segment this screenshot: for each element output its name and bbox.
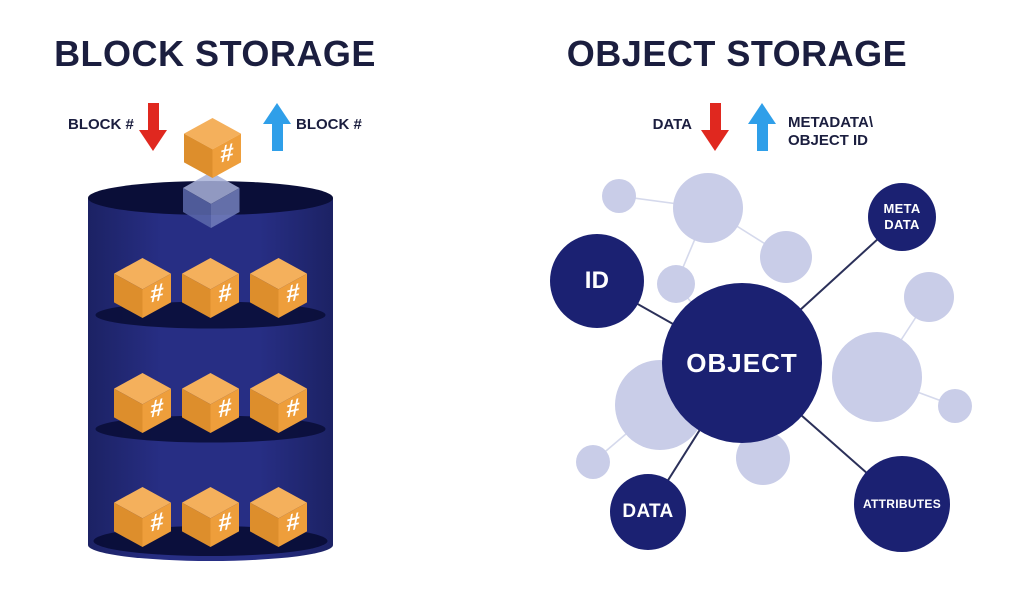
background-node xyxy=(736,431,790,485)
block-write-label: BLOCK # xyxy=(68,116,134,133)
metadata-node: META DATA xyxy=(868,183,936,251)
block-cube: # xyxy=(182,373,239,433)
background-node xyxy=(904,272,954,322)
arrow-head xyxy=(139,130,167,151)
block-cube: # xyxy=(182,487,239,547)
block-cube: # xyxy=(114,373,171,433)
object-read-label: METADATA\ OBJECT ID xyxy=(788,114,873,150)
block-cube: # xyxy=(250,373,307,433)
id-node-label: ID xyxy=(584,267,610,294)
object-node-label: OBJECT xyxy=(686,347,798,378)
block-read-label: BLOCK # xyxy=(296,116,362,133)
background-node xyxy=(760,231,812,283)
object-node: OBJECT xyxy=(662,283,822,443)
attributes-node-label: ATTRIBUTES xyxy=(862,497,942,511)
block-cube-incoming: # xyxy=(184,118,241,178)
background-node xyxy=(938,389,972,423)
ghost-cube-top-face xyxy=(183,172,240,204)
ghost-cube-right-face xyxy=(211,188,240,228)
arrow-head xyxy=(701,130,729,151)
ghost-cube xyxy=(183,172,240,228)
block-cube: # xyxy=(182,258,239,318)
block-cube: # xyxy=(114,258,171,318)
object-write-label: DATA xyxy=(652,116,692,133)
background-node xyxy=(832,332,922,422)
block-storage-title: BLOCK STORAGE xyxy=(54,33,376,74)
arrow-head xyxy=(748,103,776,124)
arrow-shaft xyxy=(147,103,159,130)
arrow-shaft xyxy=(271,124,283,151)
data-node-label: DATA xyxy=(622,501,674,522)
ghost-cube-left-face xyxy=(183,188,211,228)
arrow-head xyxy=(263,103,291,124)
object-read-label-line1: METADATA\ xyxy=(788,114,873,131)
arrow-shaft xyxy=(756,124,768,151)
down-arrow-icon xyxy=(701,103,729,151)
background-node xyxy=(673,173,743,243)
block-cube: # xyxy=(250,258,307,318)
up-arrow-icon xyxy=(748,103,776,151)
block-cube: # xyxy=(250,487,307,547)
block-cube: # xyxy=(114,487,171,547)
attributes-node: ATTRIBUTES xyxy=(854,456,950,552)
object-read-label-line2: OBJECT ID xyxy=(788,132,869,149)
object-storage-title: OBJECT STORAGE xyxy=(566,33,908,74)
up-arrow-icon xyxy=(263,103,291,151)
arrow-shaft xyxy=(709,103,721,130)
data-node: DATA xyxy=(610,474,686,550)
background-node xyxy=(657,265,695,303)
background-node xyxy=(602,179,636,213)
down-arrow-icon xyxy=(139,103,167,151)
metadata-node-label: META DATA xyxy=(883,201,921,232)
id-node: ID xyxy=(550,234,644,328)
background-node xyxy=(576,445,610,479)
